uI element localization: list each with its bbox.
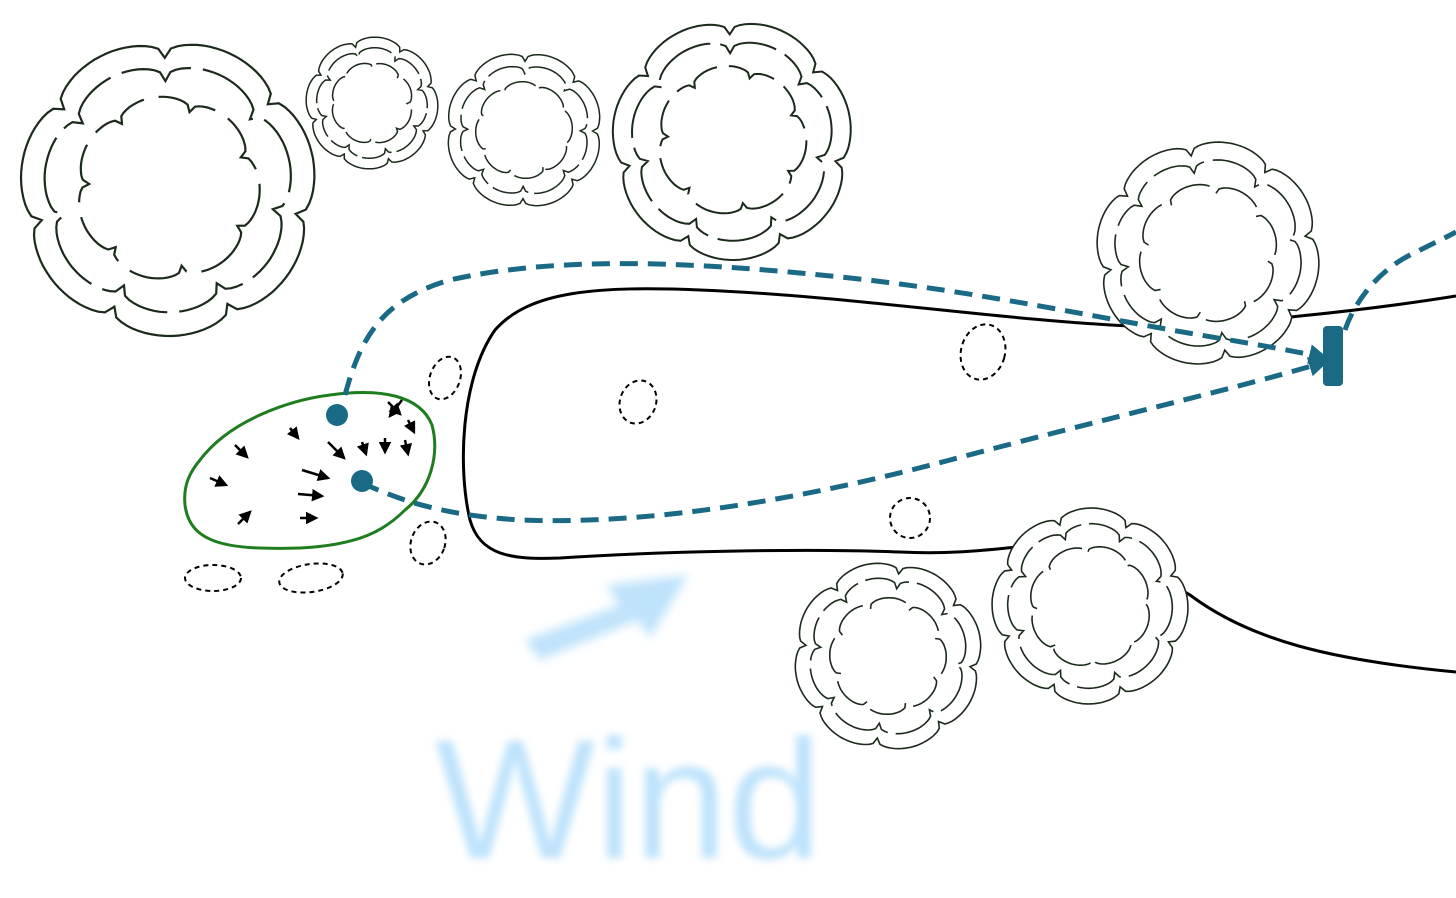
access-path-upper [342,261,1329,396]
cover-pocket [959,323,1007,381]
tree-icon [447,53,601,207]
deer-bedding-arrow-icon [388,399,403,418]
small-cover-pockets [184,323,1007,594]
wind-label: Wind [435,705,823,895]
cover-pocket [184,564,242,592]
waypoint-icon [326,404,348,426]
cover-pocket [889,497,931,539]
deer-bedding-arrow-icon [356,441,369,457]
deer-bedding-arrow-icon [237,510,252,525]
deer-bedding-arrow-icon [234,444,249,459]
deer-bedding-arrow-icon [399,439,413,457]
cover-pocket [278,562,344,594]
cover-pocket [409,520,447,566]
waypoint-icon [351,470,373,492]
cover-pocket [428,355,462,401]
deer-bedding-arrow-icon [297,488,325,502]
tree-cluster [19,22,1320,750]
stand-icon [1323,326,1343,386]
deer-bedding-arrow-icon [403,419,416,435]
tree-icon [991,507,1189,705]
deer-bedding-arrow-icon [327,441,346,460]
deer-bedding-arrow-icon [209,475,229,487]
bedding-area-outline [183,391,437,550]
tree-icon [305,36,439,170]
cover-pocket [618,379,658,425]
access-path-exit [1342,229,1456,331]
tree-icon [611,22,852,262]
access-path-lower [360,357,1329,524]
tree-icon [794,562,982,750]
tree-icon [19,43,316,338]
deer-bedding-arrow-icon [301,468,331,482]
deer-bedding-arrow-icon [286,426,300,440]
tree-icon [1096,141,1320,365]
wind-arrow-icon [525,575,688,660]
deer-movement-arrows [209,399,416,525]
